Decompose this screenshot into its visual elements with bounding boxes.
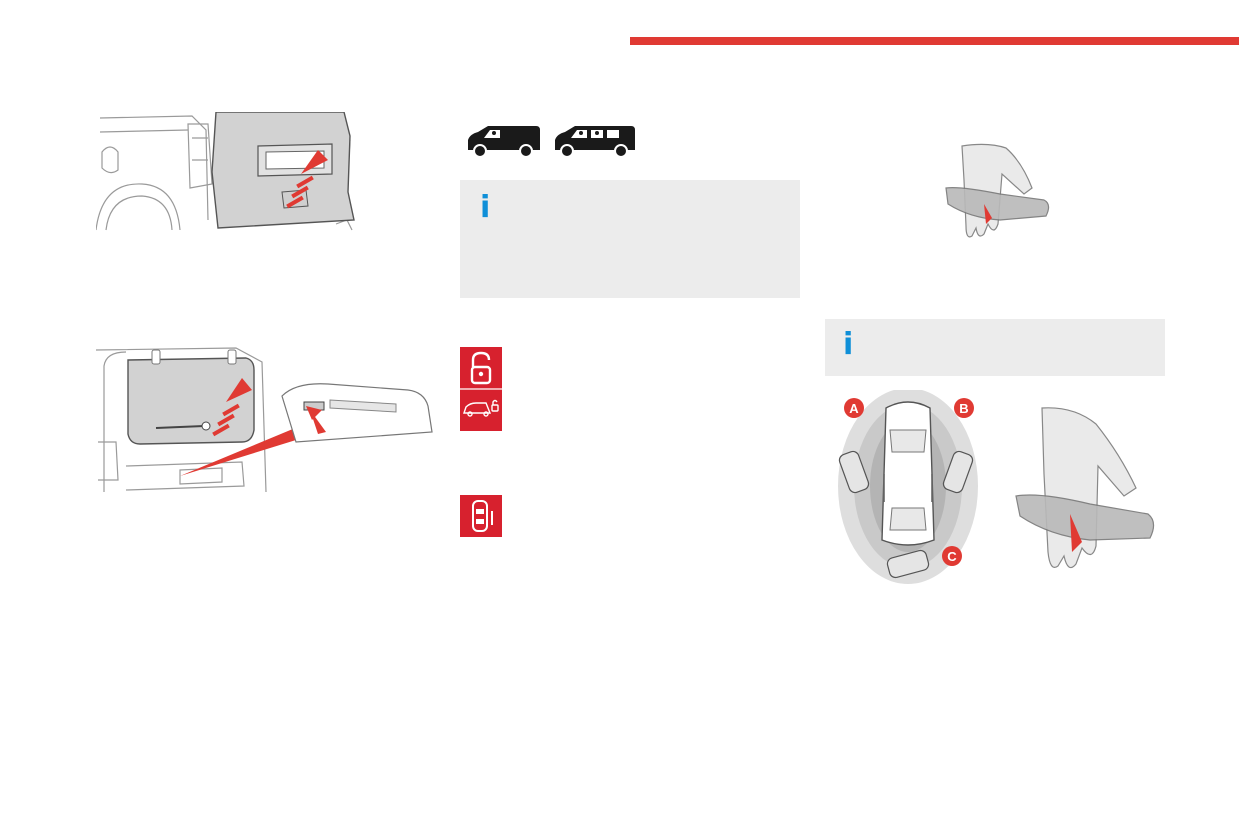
handle-grip-illustration-lower <box>1010 404 1160 574</box>
info-box: i <box>825 319 1165 376</box>
keyless-zones-diagram: A B C <box>836 390 986 590</box>
info-icon: i <box>480 190 491 225</box>
door-lock-symbol-tile <box>460 495 502 537</box>
hand-grip-icon <box>945 143 1050 238</box>
vehicle-unlock-icon <box>463 399 499 417</box>
rear-window-button-icon <box>96 347 433 493</box>
unlock-icon <box>470 351 492 385</box>
info-box: i <box>460 180 800 298</box>
panel-van-icon <box>466 122 542 158</box>
info-icon: i <box>843 327 854 362</box>
hand-grip-icon <box>1015 407 1155 569</box>
keyless-zones-icon: A B C <box>838 390 978 584</box>
tailgate-illustration <box>96 112 356 232</box>
header-rule <box>630 37 1239 45</box>
tailgate-handle-icon <box>96 112 355 231</box>
handle-grip-illustration-upper <box>940 140 1052 244</box>
zone-label-a: A <box>849 401 859 416</box>
rear-window-illustration <box>96 346 436 496</box>
combi-van-icon <box>553 122 637 158</box>
unlock-symbol-tile <box>460 347 502 431</box>
zone-label-b: B <box>959 401 968 416</box>
zone-label-c: C <box>947 549 957 564</box>
door-lock-icon <box>472 500 493 532</box>
